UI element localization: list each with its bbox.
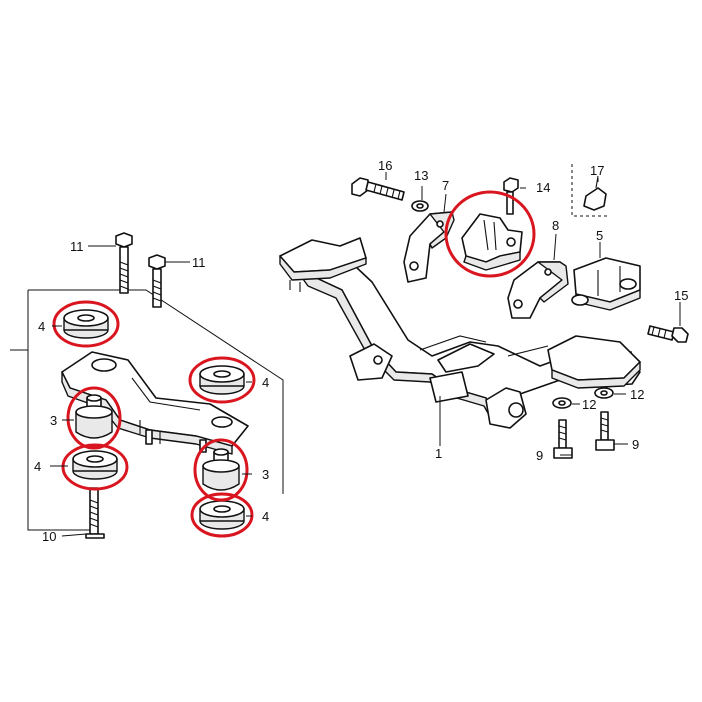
- bolt-9-right: [595, 411, 615, 451]
- highlight-cushion-top-left: [52, 300, 120, 348]
- callout-3: 3: [50, 413, 57, 428]
- washer-12-right: [594, 387, 614, 399]
- bolt-14: [503, 177, 519, 215]
- callout-10: 10: [42, 529, 56, 544]
- highlight-bushing-left: [66, 386, 122, 450]
- left-exploded-group: [10, 232, 284, 539]
- callout-14: 14: [536, 180, 550, 195]
- callout-3: 3: [262, 467, 269, 482]
- callout-15: 15: [674, 288, 688, 303]
- group-bracket: [10, 289, 284, 531]
- callout-17: 17: [590, 163, 604, 178]
- cushion-4-top-left: [63, 309, 109, 339]
- mount-5: [571, 257, 641, 311]
- callout-12: 12: [630, 387, 644, 402]
- callout-4: 4: [34, 459, 41, 474]
- washer-12-left: [552, 397, 572, 409]
- callout-7: 7: [442, 178, 449, 193]
- bracket-8: [507, 261, 569, 319]
- callout-4: 4: [262, 375, 269, 390]
- bolt-11-right: [148, 254, 166, 308]
- engine-mount: [461, 213, 523, 271]
- washer-13: [411, 200, 429, 212]
- callout-11: 11: [192, 255, 206, 270]
- bolt-15: [647, 325, 689, 343]
- sub-crossmember: [61, 351, 249, 455]
- bushing-3-right: [202, 448, 240, 491]
- callout-5: 5: [596, 228, 603, 243]
- callout-9: 9: [536, 448, 543, 463]
- callout-labels: 1 3 3 4 4 4 4 4 5 7 8 9 9 10 11 11 12 12…: [34, 158, 688, 544]
- cushion-4-mid-right: [199, 365, 245, 395]
- callout-9: 9: [632, 437, 639, 452]
- callout-16: 16: [378, 158, 392, 173]
- bushing-3-left: [75, 394, 113, 439]
- bolt-11-left: [115, 232, 133, 294]
- callout-11: 11: [70, 239, 84, 254]
- highlight-bushing-right: [193, 438, 249, 502]
- cushion-4-bottom-right: [199, 500, 245, 530]
- callout-12: 12: [582, 397, 596, 412]
- callout-4: 4: [38, 319, 45, 334]
- right-assembly: [279, 164, 689, 459]
- callout-1: 1: [435, 446, 442, 461]
- front-subframe: [279, 237, 641, 429]
- highlight-engine-mount: [444, 190, 536, 278]
- callout-4: 4: [262, 509, 269, 524]
- highlight-cushion-mid-left: [61, 443, 129, 491]
- bolt-16: [351, 177, 405, 201]
- cushion-4-mid-left: [72, 450, 118, 480]
- highlight-cushion-bottom-right: [190, 492, 254, 538]
- bolt-9-left: [553, 419, 573, 459]
- callout-13: 13: [414, 168, 428, 183]
- callout-8: 8: [552, 218, 559, 233]
- highlight-cushion-mid-right: [188, 356, 256, 404]
